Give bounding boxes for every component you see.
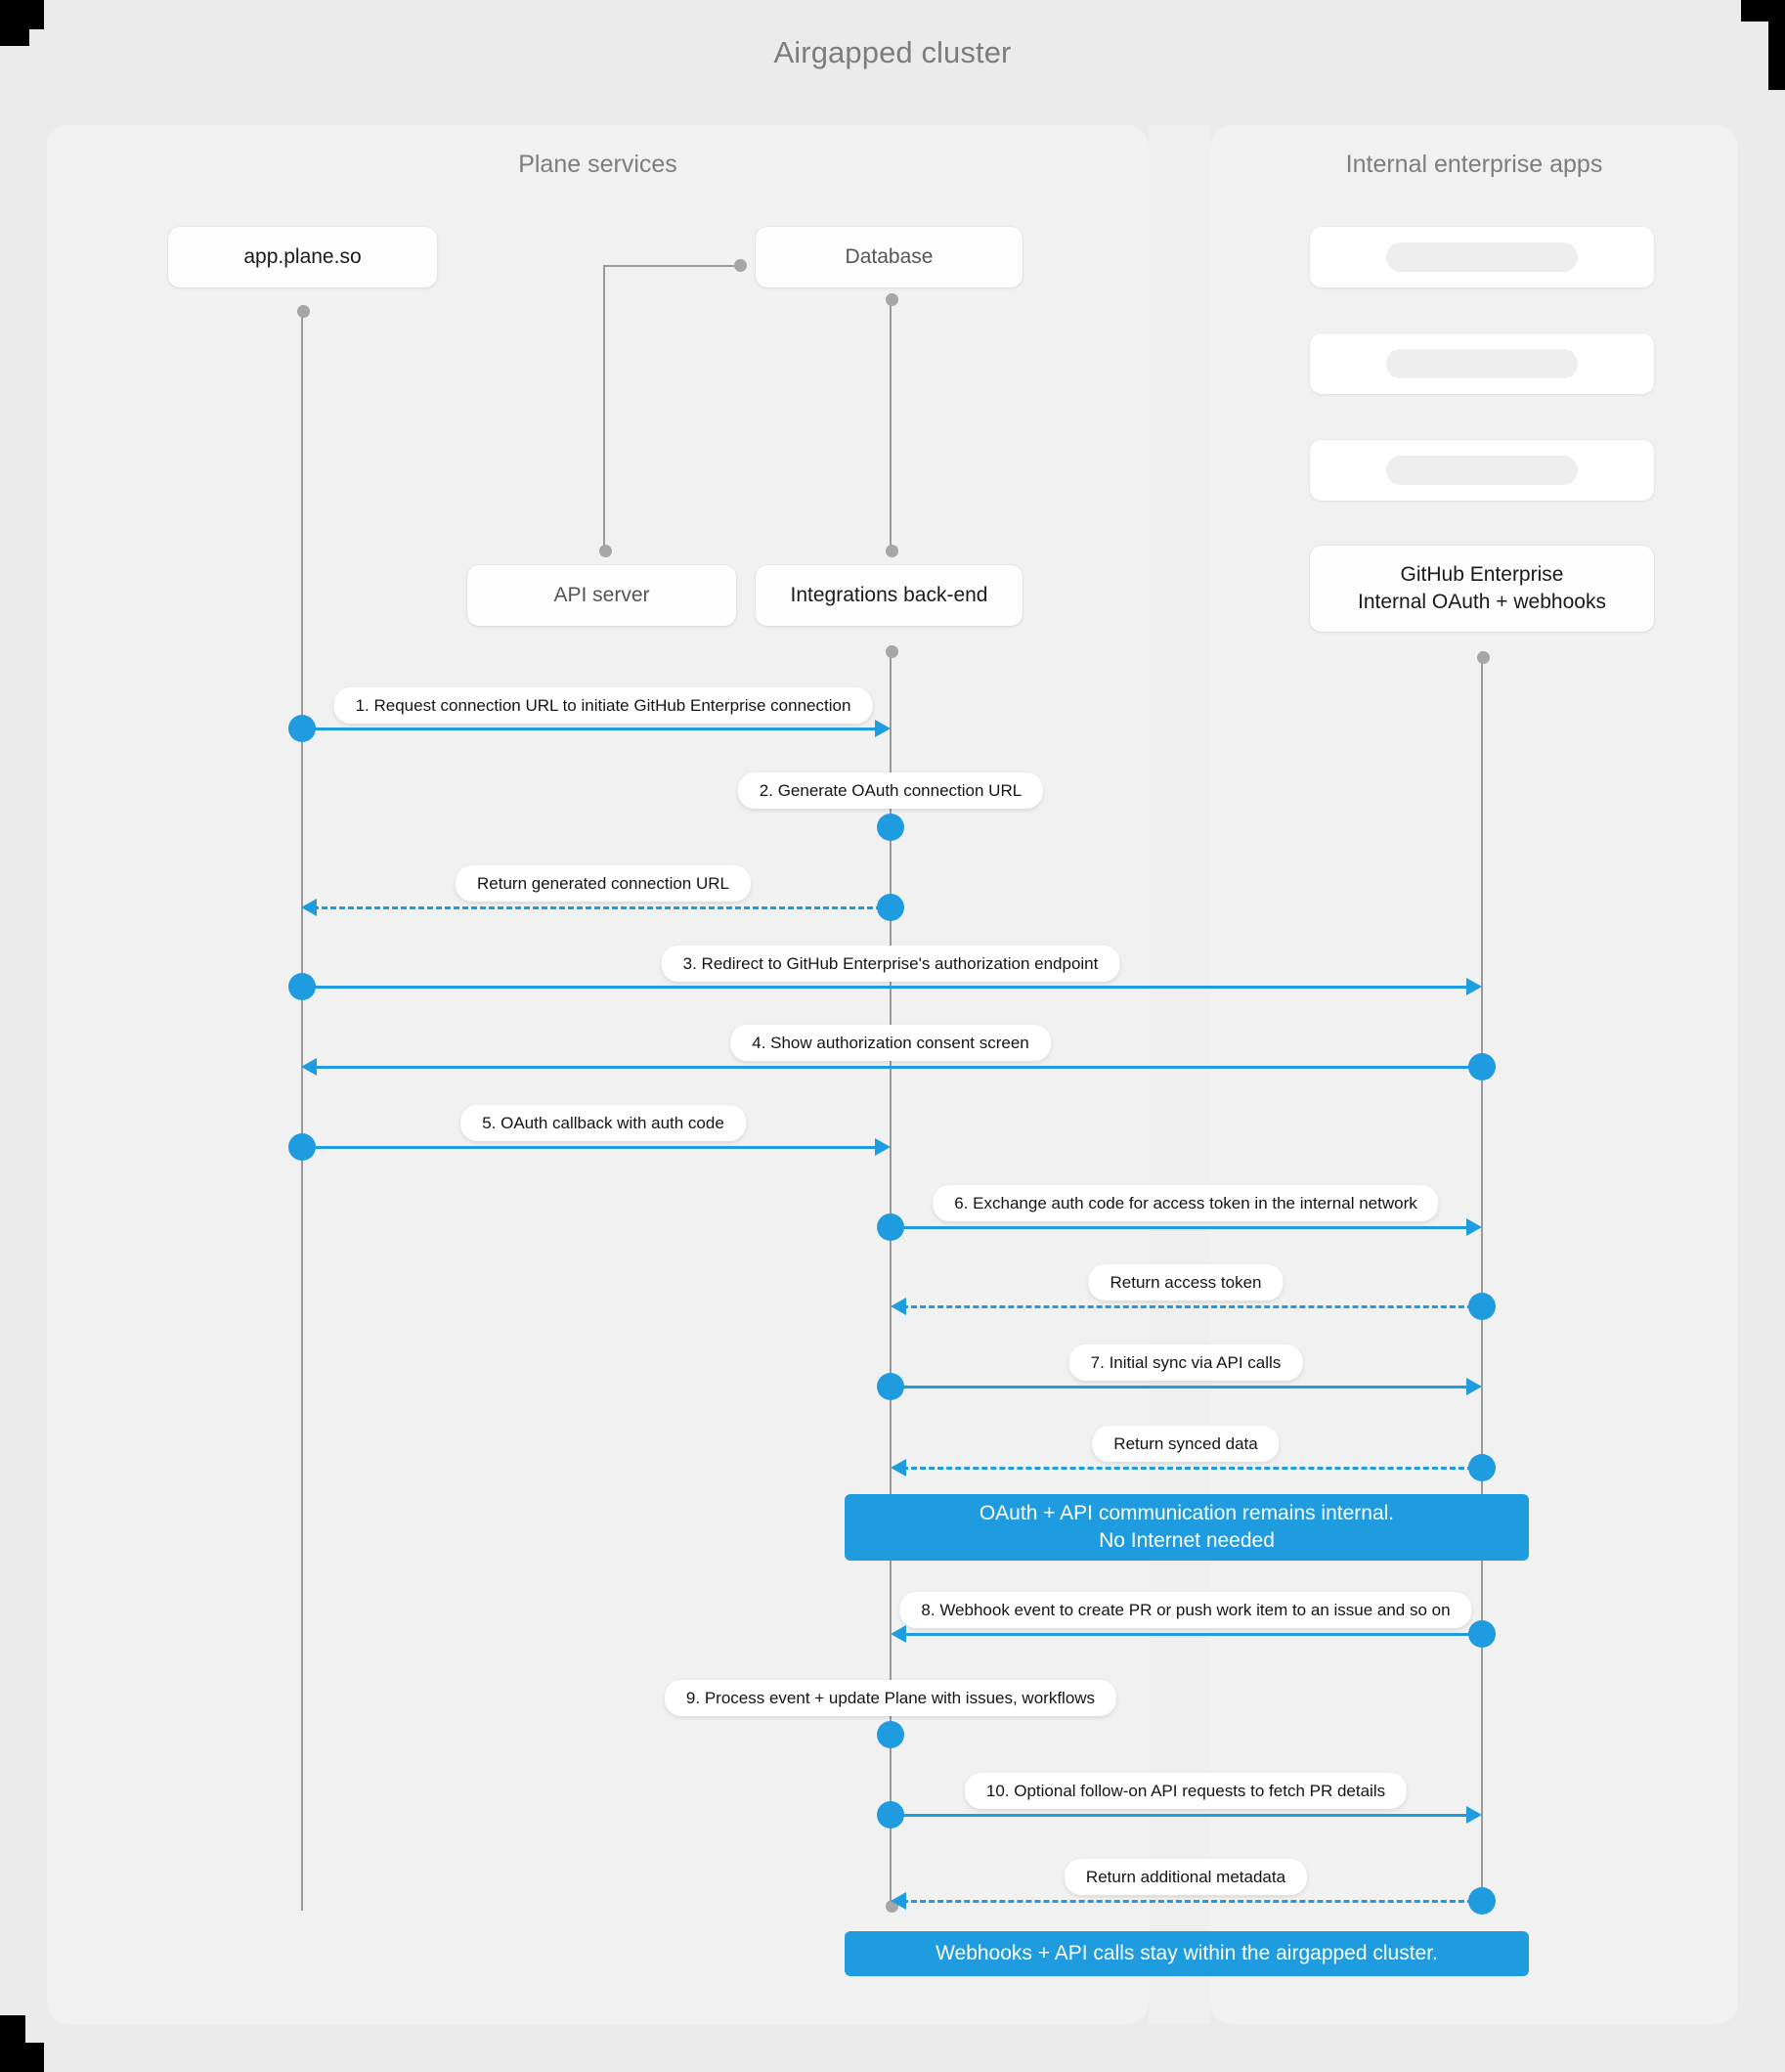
actor-integrations-backend[interactable]: Integrations back-end — [756, 565, 1023, 626]
panel-gap-stripe — [1149, 125, 1210, 2024]
lifeline-dot-github-top — [1476, 651, 1490, 664]
message-label-7: 6. Exchange auth code for access token i… — [933, 1185, 1439, 1221]
message-label-12: 9. Process event + update Plane with iss… — [664, 1680, 1117, 1716]
lifeline-github-enterprise — [1481, 651, 1483, 1913]
message-label-10: Return synced data — [1092, 1426, 1280, 1462]
note-airgapped-cluster: Webhooks + API calls stay within the air… — [845, 1931, 1529, 1976]
message-label-14: Return additional metadata — [1064, 1859, 1308, 1895]
message-line-9 — [891, 1386, 1472, 1389]
skeleton-card-2[interactable] — [1310, 333, 1654, 394]
message-arrow-1 — [875, 720, 891, 737]
message-label-8: Return access token — [1088, 1264, 1284, 1301]
message-line-6 — [302, 1146, 881, 1149]
message-label-9: 7. Initial sync via API calls — [1068, 1345, 1303, 1381]
message-arrow-9 — [1466, 1378, 1482, 1395]
connector-api-server-horizontal — [603, 265, 739, 267]
note-oauth-internal-line2: No Internet needed — [1099, 1529, 1275, 1552]
skeleton-bar — [1386, 242, 1578, 272]
actor-api-server[interactable]: API server — [467, 565, 736, 626]
message-arrow-7 — [1466, 1218, 1482, 1236]
message-line-14 — [902, 1900, 1482, 1903]
message-label-1: 1. Request connection URL to initiate Gi… — [333, 687, 873, 724]
message-arrow-6 — [875, 1138, 891, 1156]
message-label-3: Return generated connection URL — [456, 865, 751, 902]
connector-dot-api-server — [598, 545, 612, 557]
actor-github-enterprise-line2: Internal OAuth + webhooks — [1358, 591, 1606, 613]
lifeline-dot-database-bottom — [885, 545, 898, 557]
connector-dot-database — [733, 259, 747, 272]
message-line-10 — [902, 1467, 1482, 1470]
note-oauth-internal: OAuth + API communication remains intern… — [845, 1494, 1529, 1561]
message-arrow-5 — [301, 1058, 317, 1076]
lifeline-dot-app-top — [296, 305, 310, 318]
corner-mark-top-right-2 — [1768, 22, 1785, 90]
lifeline-dot-database-top — [885, 293, 898, 306]
message-arrow-4 — [1466, 978, 1482, 995]
message-arrow-13 — [1466, 1806, 1482, 1824]
message-label-5: 4. Show authorization consent screen — [730, 1025, 1051, 1061]
page-title: Airgapped cluster — [773, 35, 1012, 69]
corner-mark-top-left-2 — [0, 29, 29, 46]
actor-database[interactable]: Database — [756, 227, 1023, 287]
panel-plane-services: Plane services — [47, 125, 1149, 2024]
message-line-1 — [302, 727, 881, 730]
connector-api-server-vertical — [603, 265, 605, 551]
message-line-3 — [313, 906, 891, 909]
message-arrow-8 — [891, 1298, 906, 1315]
corner-mark-bottom-left — [0, 2043, 44, 2072]
message-label-11: 8. Webhook event to create PR or push wo… — [899, 1592, 1472, 1628]
skeleton-bar — [1386, 456, 1578, 485]
lifeline-app-plane-so — [301, 305, 303, 1911]
message-ball-2 — [877, 814, 904, 841]
skeleton-card-1[interactable] — [1310, 227, 1654, 287]
message-label-4: 3. Redirect to GitHub Enterprise's autho… — [661, 946, 1120, 982]
message-line-5 — [313, 1066, 1482, 1069]
actor-github-enterprise-line1: GitHub Enterprise — [1400, 562, 1564, 586]
corner-mark-top-right — [1741, 0, 1785, 22]
message-arrow-14 — [891, 1892, 906, 1910]
actor-github-enterprise[interactable]: GitHub Enterprise Internal OAuth + webho… — [1310, 546, 1654, 632]
panel-title-plane-services: Plane services — [518, 151, 677, 178]
lifeline-database — [890, 293, 892, 550]
message-arrow-3 — [301, 899, 317, 916]
message-label-2: 2. Generate OAuth connection URL — [737, 772, 1044, 809]
message-line-11 — [902, 1633, 1482, 1636]
lifeline-dot-integrations-top — [885, 645, 898, 658]
message-line-8 — [902, 1305, 1482, 1308]
corner-mark-bottom-left-2 — [0, 2015, 25, 2043]
message-arrow-10 — [891, 1459, 906, 1477]
skeleton-card-3[interactable] — [1310, 440, 1654, 501]
skeleton-bar — [1386, 349, 1578, 378]
message-ball-12 — [877, 1721, 904, 1748]
corner-mark-top-left — [0, 0, 44, 29]
actor-app-plane-so[interactable]: app.plane.so — [168, 227, 437, 287]
message-arrow-11 — [891, 1625, 906, 1643]
panel-title-internal-enterprise-apps: Internal enterprise apps — [1345, 151, 1603, 178]
message-line-4 — [302, 986, 1472, 989]
message-line-13 — [891, 1814, 1472, 1817]
message-line-7 — [891, 1226, 1472, 1229]
message-label-6: 5. OAuth callback with auth code — [460, 1105, 746, 1141]
note-oauth-internal-line1: OAuth + API communication remains intern… — [979, 1501, 1395, 1524]
message-label-13: 10. Optional follow-on API requests to f… — [964, 1773, 1408, 1809]
lifeline-integrations — [890, 645, 892, 1912]
